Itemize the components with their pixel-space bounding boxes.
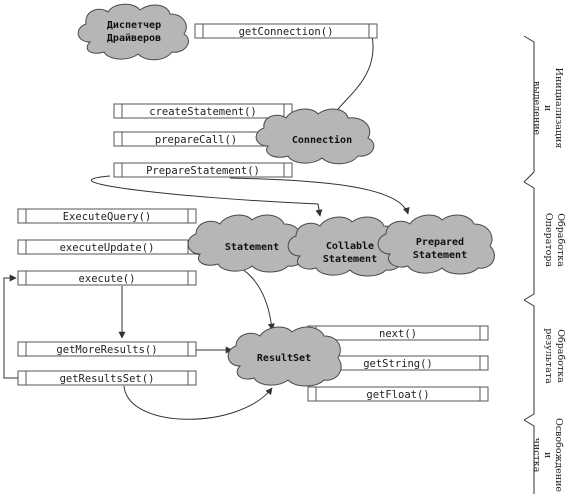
method-get-more-results[interactable]: getMoreResults() [17,341,197,357]
method-execute-label: execute() [79,273,136,285]
method-execute-query[interactable]: ExecuteQuery() [17,208,197,224]
method-prepare-statement-label: PrepareStatement() [146,165,260,177]
method-get-connection[interactable]: getConnection() [194,23,378,39]
phase-init-line3: выделение [531,81,542,136]
cloud-prepared-statement-line1: Prepared [416,237,464,248]
method-prepare-call-label: prepareCall() [155,134,237,146]
cloud-callable-statement-line1: Collable [326,241,374,252]
method-prepare-statement[interactable]: PrepareStatement() [113,162,293,178]
cloud-statement[interactable]: Statement [187,214,305,273]
arrow-driver-to-connection [331,35,374,119]
method-create-statement[interactable]: createStatement() [113,103,293,119]
cloud-connection-label: Connection [292,134,352,146]
arrow-prepare-to-prepared [229,177,410,215]
cloud-result-set-label: ResultSet [257,353,311,364]
cloud-driver-manager-line1: Диспетчер [107,20,161,31]
phase-operator-line1: Обработка [555,213,566,267]
phase-release-line3: чистка [531,438,542,473]
cloud-result-set[interactable]: ResultSet [227,326,342,387]
cloud-statement-label: Statement [225,242,279,253]
phase-result-line2: результата [543,328,554,384]
cloud-callable-statement-line2: Statement [323,254,377,265]
method-execute-update-label: executeUpdate() [60,242,155,254]
method-get-float[interactable]: getFloat() [307,386,489,402]
method-execute-update[interactable]: executeUpdate() [17,239,197,255]
arrow-prepare-to-callable [91,175,323,217]
phase-init: Инициализация и выделение [531,68,564,149]
cloud-driver-manager[interactable]: Диспетчер Драйверов [77,3,189,61]
method-get-float-label: getFloat() [366,389,429,401]
method-create-statement-label: createStatement() [149,106,256,118]
method-execute[interactable]: execute() [17,270,197,286]
arrow-getresultsset-to-resultset [123,385,273,420]
cloud-prepared-statement[interactable]: Prepared Statement [377,214,495,275]
method-get-more-results-label: getMoreResults() [56,344,157,356]
phase-release-line2: и [542,452,553,458]
method-get-connection-label: getConnection() [239,26,334,38]
phase-result: Обработка результата [543,328,566,384]
cloud-prepared-statement-line2: Statement [413,250,467,261]
method-execute-query-label: ExecuteQuery() [63,211,152,223]
method-prepare-call[interactable]: prepareCall() [113,131,281,147]
method-next[interactable]: next() [307,325,489,341]
phase-result-line1: Обработка [555,329,566,383]
phase-bracket [523,35,535,494]
cloud-driver-manager-line2: Драйверов [107,32,161,44]
phase-release-line1: Освобождение [553,418,564,492]
phase-operator-line2: Оператора [543,213,554,268]
phase-operator: Обработка Оператора [543,213,566,268]
phase-init-line1: Инициализация [553,68,564,149]
phase-release: Освобождение и чистка [531,418,564,492]
cloud-connection[interactable]: Connection [255,108,375,165]
method-next-label: next() [379,328,417,340]
method-get-string-label: getString() [363,358,433,370]
method-get-results-set-label: getResultsSet() [60,373,155,385]
arrow-loop-back-to-execute [3,274,18,379]
method-get-results-set[interactable]: getResultsSet() [17,370,197,386]
phase-init-line2: и [542,105,553,111]
